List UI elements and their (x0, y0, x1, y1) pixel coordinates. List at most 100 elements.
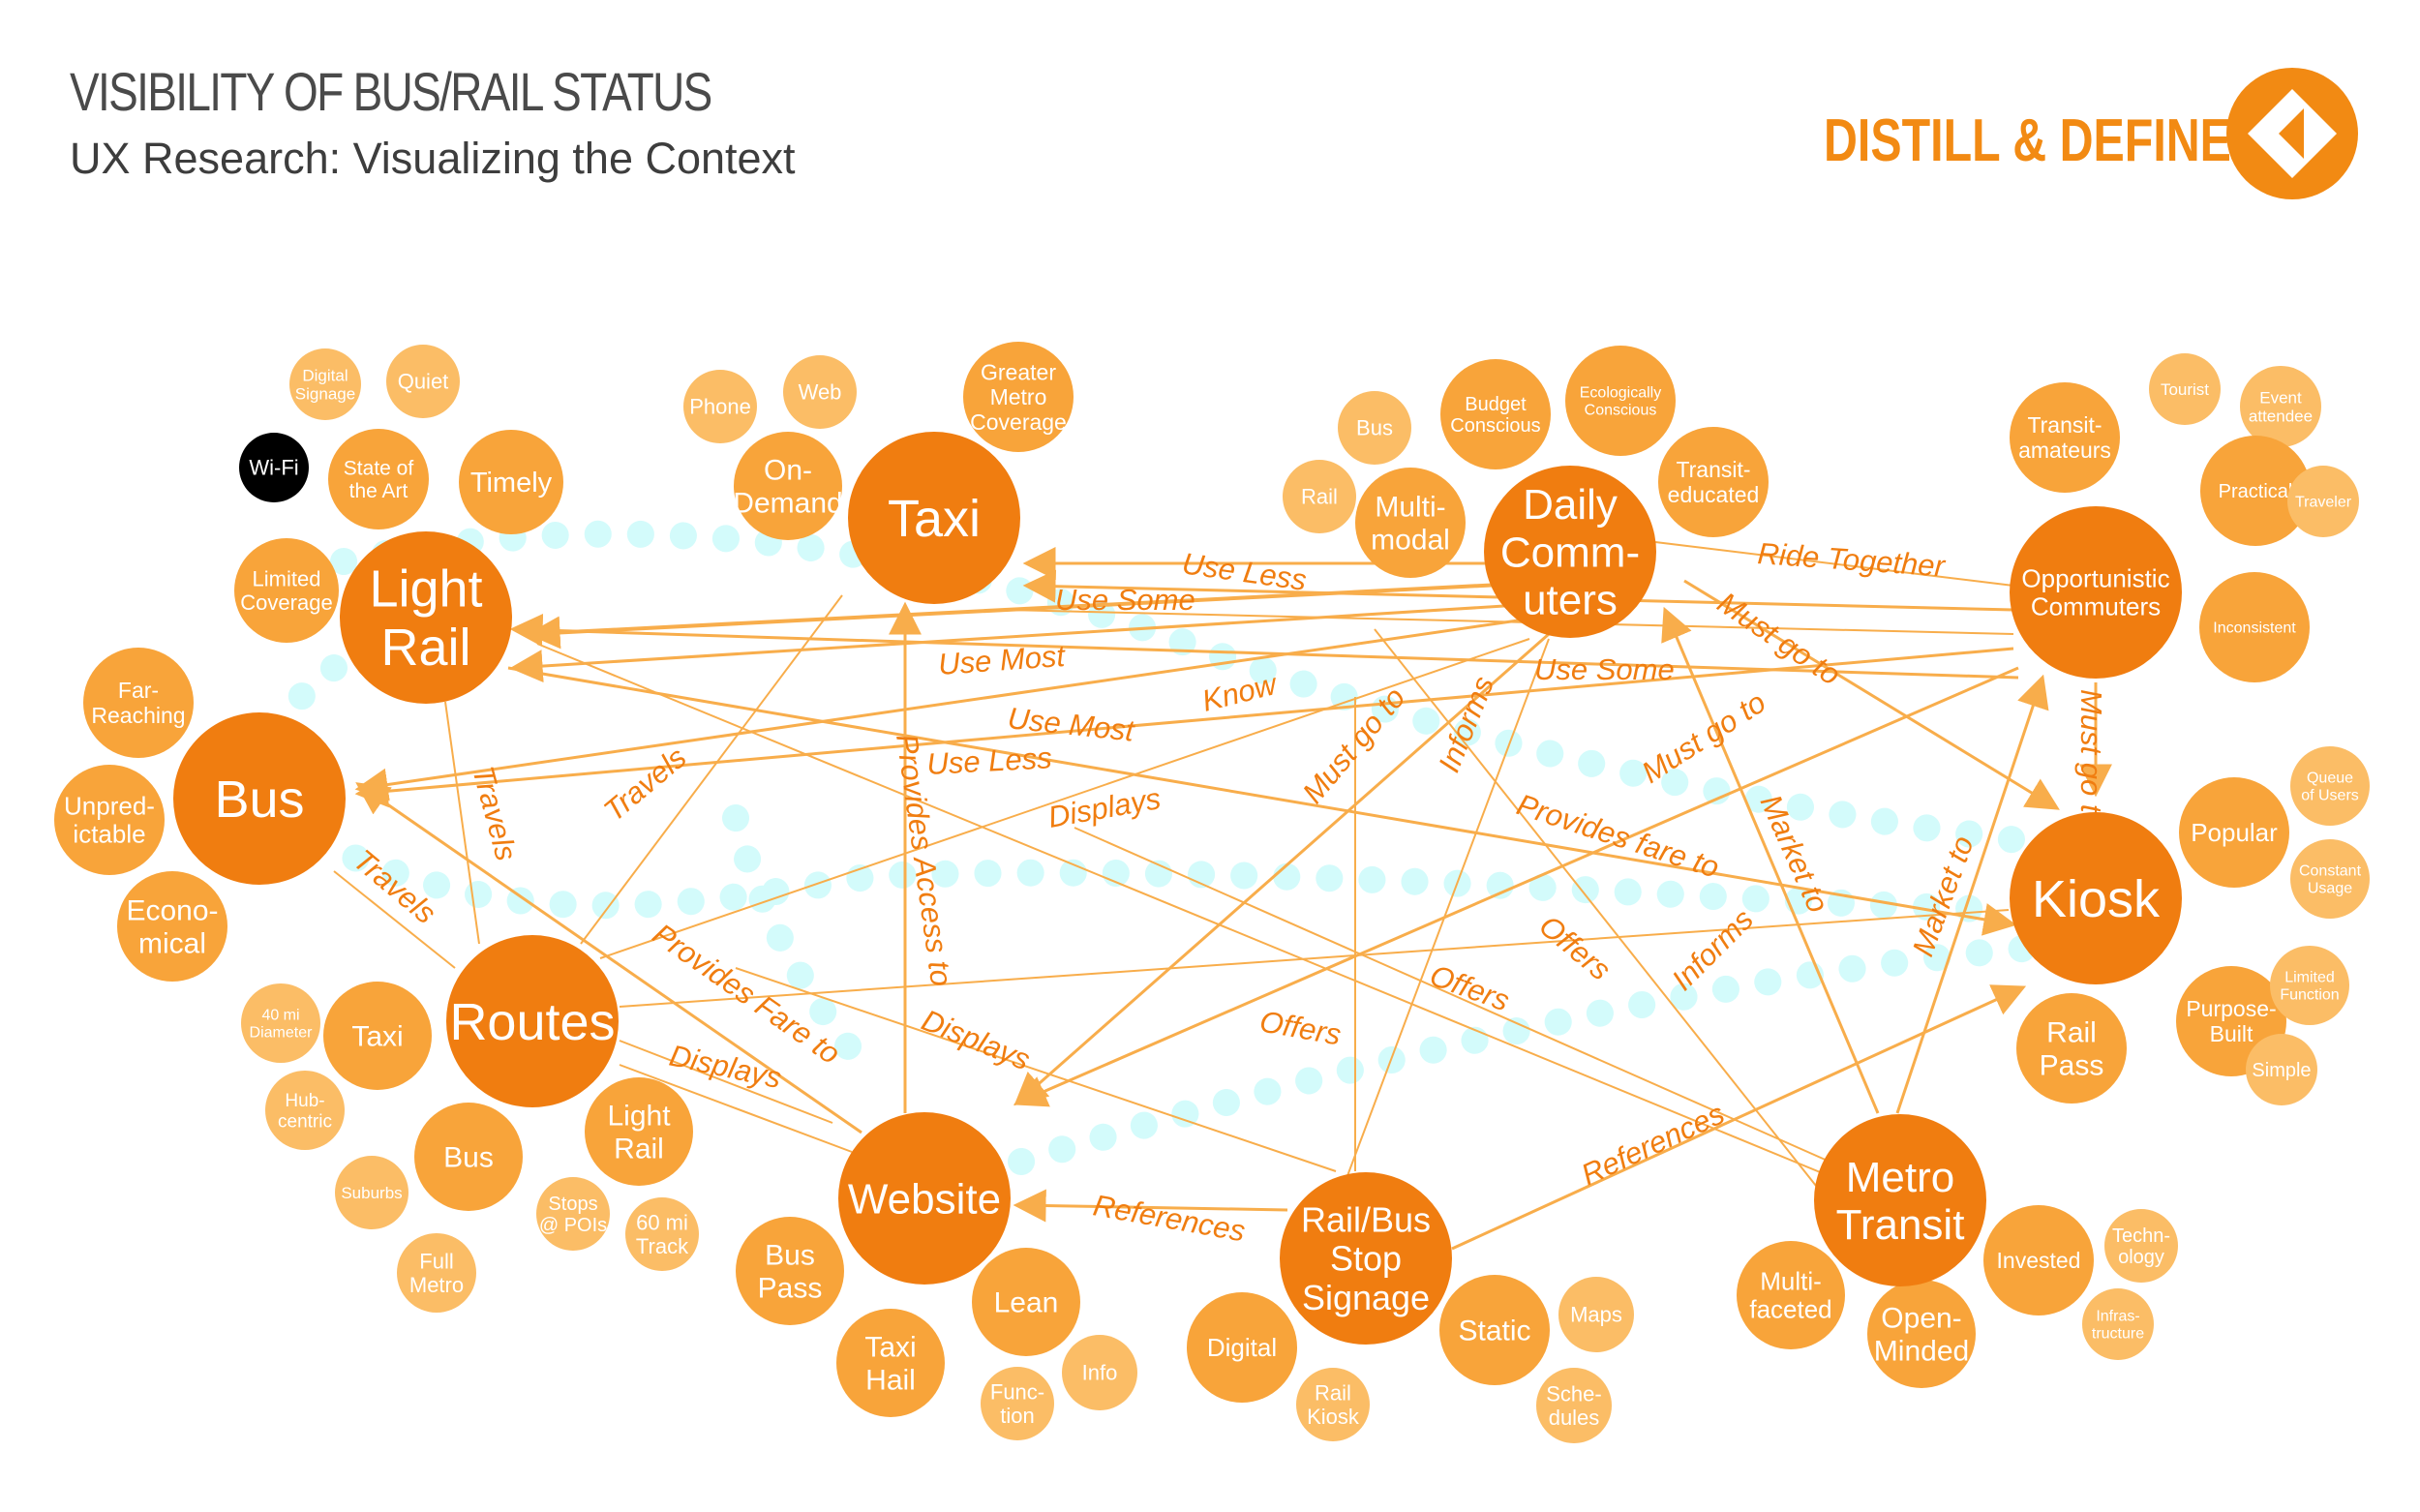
svg-text:Practical: Practical (2219, 481, 2293, 502)
edge-label: Displays (1045, 781, 1163, 834)
svg-text:Wi-Fi: Wi-Fi (249, 456, 298, 480)
svg-text:Rail: Rail (1301, 485, 1338, 509)
svg-text:On-Demand: On-Demand (733, 455, 842, 520)
satellite-node: Inconsistent (2199, 572, 2310, 682)
hub-node-bus: Bus (173, 712, 346, 885)
svg-text:Purpose-Built: Purpose-Built (2186, 996, 2276, 1046)
svg-text:Bus: Bus (214, 771, 304, 829)
edge-label: Displays (917, 1003, 1035, 1076)
svg-text:Func-tion: Func-tion (990, 1379, 1044, 1428)
svg-text:Web: Web (799, 380, 842, 405)
satellite-node: Traveler (2287, 466, 2359, 537)
svg-text:Transit-amateurs: Transit-amateurs (2018, 412, 2111, 463)
edge-label: Use Some (1534, 652, 1675, 686)
svg-text:Transit-educated: Transit-educated (1668, 457, 1760, 507)
relationship-lines (333, 541, 2112, 1251)
svg-text:Routes: Routes (449, 993, 615, 1051)
phase-label: DISTILL & DEFINE (1824, 107, 2231, 174)
satellite-node: Hub-centric (265, 1071, 345, 1150)
satellite-node: Invested (1983, 1205, 2094, 1315)
satellite-node: Techn-ology (2104, 1209, 2178, 1283)
satellite-node: Open-Minded (1867, 1280, 1976, 1388)
edge-label: Use Most (937, 639, 1067, 681)
hub-node-taxi: Taxi (848, 432, 1020, 604)
satellite-node: Digital (1187, 1292, 1297, 1403)
svg-text:Suburbs: Suburbs (341, 1184, 402, 1202)
satellite-node: Far-Reaching (83, 648, 194, 758)
edge-label: Travels (466, 763, 524, 864)
hub-node-website: Website (838, 1112, 1011, 1285)
hub-node-routes: Routes (446, 935, 619, 1107)
satellite-node: Wi-Fi (239, 433, 309, 502)
edge-label: References (1576, 1097, 1729, 1193)
svg-text:Timely: Timely (470, 468, 553, 499)
satellite-node: Practical (2200, 436, 2311, 546)
satellite-node: Web (783, 355, 857, 429)
satellite-node: Suburbs (335, 1156, 408, 1229)
svg-text:Techn-ology: Techn-ology (2112, 1225, 2170, 1268)
edge-label: Informs (1665, 902, 1760, 997)
svg-text:Taxi: Taxi (888, 490, 981, 548)
satellite-node: Timely (459, 430, 563, 534)
edge-label: Provides fare to (1513, 787, 1723, 884)
satellite-node: Transit-amateurs (2010, 382, 2120, 493)
svg-text:Bus: Bus (1356, 416, 1393, 440)
svg-text:Quiet: Quiet (398, 370, 449, 394)
svg-text:Invested: Invested (1997, 1248, 2081, 1273)
svg-text:Inconsistent: Inconsistent (2213, 620, 2296, 637)
svg-text:Multi-faceted: Multi-faceted (1749, 1267, 1831, 1324)
satellite-node: Stops@ POIs (536, 1177, 610, 1251)
satellite-node: Func-tion (981, 1367, 1054, 1440)
satellite-node: Sche-dules (1536, 1368, 1612, 1443)
svg-text:Taxi: Taxi (351, 1021, 403, 1053)
svg-text:Digital: Digital (1207, 1333, 1277, 1362)
edge-label: Must go to (1711, 586, 1847, 692)
svg-text:Econo-mical: Econo-mical (126, 895, 218, 960)
edge-label: Ride Together (1757, 536, 1948, 584)
satellite-node: Unpred-ictable (54, 765, 165, 875)
svg-text:Static: Static (1458, 1315, 1530, 1347)
svg-text:Kiosk: Kiosk (2032, 870, 2161, 928)
svg-text:Popular: Popular (2191, 818, 2278, 847)
svg-text:Lean: Lean (994, 1287, 1059, 1319)
svg-text:Simple: Simple (2252, 1060, 2311, 1081)
svg-text:Unpred-ictable: Unpred-ictable (64, 792, 155, 849)
svg-text:Traveler: Traveler (2295, 495, 2352, 511)
satellite-node: Multi-modal (1355, 468, 1466, 578)
edge-label: Displays (667, 1039, 785, 1096)
dotted-bands (255, 520, 2037, 1175)
edge-label: Offers (1426, 958, 1514, 1018)
satellite-node: Infras-tructure (2082, 1288, 2154, 1360)
satellite-node: Taxi (323, 982, 432, 1090)
satellite-node: Static (1439, 1275, 1550, 1385)
svg-text:Phone: Phone (689, 395, 751, 419)
